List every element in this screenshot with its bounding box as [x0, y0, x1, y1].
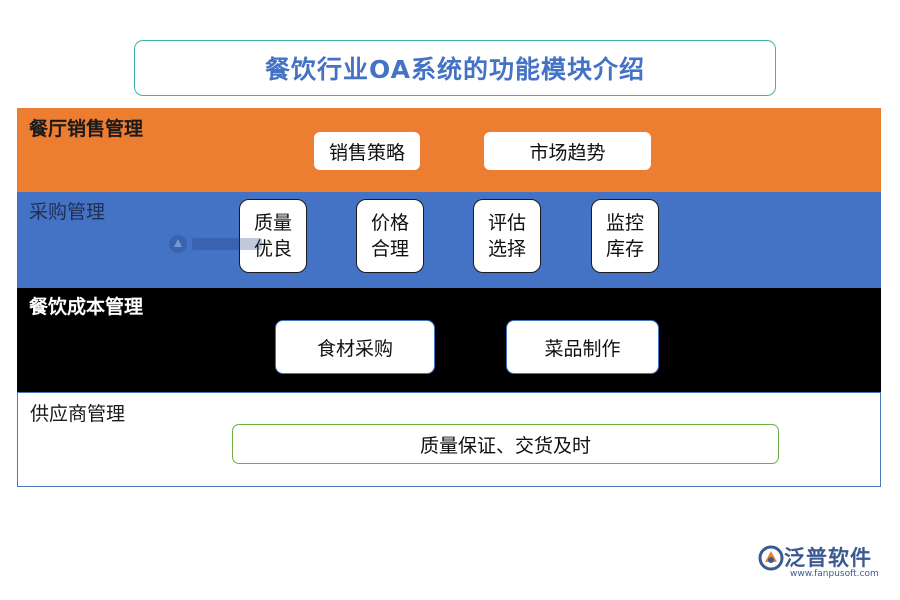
logo-name: 泛普软件 — [784, 546, 872, 570]
fanpu-logo-icon — [758, 545, 784, 571]
box-dish-production: 菜品制作 — [506, 320, 659, 374]
band-supplier: 供应商管理 质量保证、交货及时 — [17, 392, 881, 487]
box-quality-good: 质量优良 — [239, 199, 307, 273]
box-sales-strategy: 销售策略 — [314, 132, 420, 170]
band-label-purchase: 采购管理 — [29, 201, 106, 223]
box-price-reasonable: 价格合理 — [356, 199, 424, 273]
box-text-line: 库存 — [605, 238, 644, 260]
band-restaurant-sales: 餐厅销售管理 销售策略 市场趋势 — [17, 108, 881, 192]
band-label-supplier: 供应商管理 — [30, 403, 126, 425]
box-text-line: 质量 — [253, 212, 292, 234]
box-market-trend: 市场趋势 — [484, 132, 651, 170]
box-text-line: 选择 — [487, 238, 526, 260]
brand-logo: 泛普软件 www.fanpusoft.com — [758, 542, 888, 582]
box-text-line: 优良 — [253, 238, 292, 260]
logo-url: www.fanpusoft.com — [790, 569, 879, 579]
watermark-logo-icon — [169, 235, 262, 253]
band-label-sales: 餐厅销售管理 — [29, 118, 144, 140]
box-evaluate-select: 评估选择 — [473, 199, 541, 273]
box-text-line: 监控 — [605, 212, 644, 234]
box-monitor-inventory: 监控库存 — [591, 199, 659, 273]
band-purchase: 采购管理 质量优良 价格合理 评估选择 监控库存 — [17, 192, 881, 288]
box-text-line: 合理 — [370, 238, 409, 260]
band-label-cost: 餐饮成本管理 — [29, 296, 144, 318]
diagram-title: 餐饮行业OA系统的功能模块介绍 — [134, 40, 776, 96]
box-text-line: 价格 — [370, 212, 409, 234]
box-ingredient-purchase: 食材采购 — [275, 320, 435, 374]
box-text-line: 评估 — [487, 212, 526, 234]
band-catering-cost: 餐饮成本管理 食材采购 菜品制作 — [17, 288, 881, 392]
box-quality-delivery: 质量保证、交货及时 — [232, 424, 779, 464]
